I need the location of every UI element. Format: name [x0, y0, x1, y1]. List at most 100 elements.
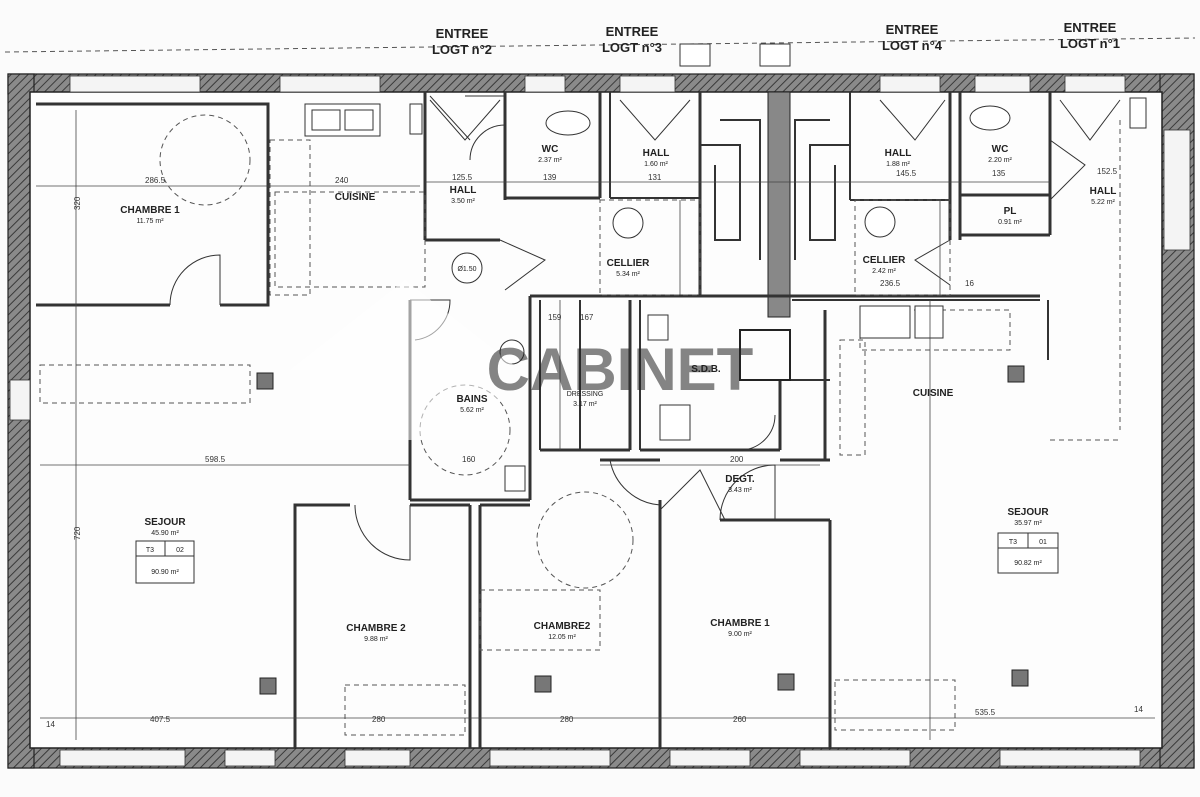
svg-text:HALL: HALL: [450, 185, 477, 196]
furniture-dashed: [39, 114, 1121, 736]
svg-text:11.75 m²: 11.75 m²: [136, 218, 164, 225]
room-hall-right: HALL 5.22 m²: [1090, 186, 1117, 206]
svg-text:12.05 m²: 12.05 m²: [548, 634, 576, 641]
room-hall-4: HALL 1.88 m²: [885, 148, 912, 168]
svg-text:LOGT n°1: LOGT n°1: [1060, 36, 1120, 51]
room-wc-right: WC 2.20 m²: [988, 144, 1012, 164]
svg-text:1.88 m²: 1.88 m²: [886, 161, 910, 168]
svg-text:T3: T3: [1009, 539, 1017, 546]
svg-text:145.5: 145.5: [896, 169, 917, 178]
svg-text:14: 14: [46, 720, 55, 729]
svg-text:152.5: 152.5: [1097, 167, 1118, 176]
toilet-left: [545, 110, 591, 136]
svg-text:320: 320: [73, 196, 82, 210]
svg-text:CELLIER: CELLIER: [863, 255, 907, 266]
svg-text:131: 131: [648, 173, 662, 182]
svg-text:WC: WC: [542, 144, 559, 155]
duct-left: [700, 119, 761, 260]
svg-text:HALL: HALL: [885, 148, 912, 159]
entry-logt-1: ENTREE LOGT n°1: [1060, 20, 1120, 51]
room-sejour-right: SEJOUR 35.97 m²: [1007, 507, 1049, 527]
svg-text:2.37 m²: 2.37 m²: [538, 157, 562, 164]
svg-text:ENTREE: ENTREE: [606, 24, 659, 39]
svg-text:WC: WC: [992, 144, 1009, 155]
svg-text:2.42 m²: 2.42 m²: [872, 268, 896, 275]
svg-text:0.91 m²: 0.91 m²: [998, 219, 1022, 226]
fixtures: [256, 97, 1147, 695]
duct-box: [739, 329, 791, 381]
svg-text:HALL: HALL: [643, 148, 670, 159]
water-heater-left: [612, 207, 644, 239]
svg-text:139: 139: [543, 173, 557, 182]
svg-text:3.50 m²: 3.50 m²: [451, 198, 475, 205]
svg-text:280: 280: [372, 715, 386, 724]
svg-text:286.5: 286.5: [145, 176, 166, 185]
svg-text:90.90 m²: 90.90 m²: [151, 569, 179, 576]
svg-text:236.5: 236.5: [880, 279, 901, 288]
room-degt: DEGT. 3.43 m²: [725, 474, 755, 494]
property-line: [4, 37, 1196, 53]
svg-text:9.88 m²: 9.88 m²: [364, 636, 388, 643]
room-wc-left: WC 2.37 m²: [538, 144, 562, 164]
svg-text:CHAMBRE 1: CHAMBRE 1: [710, 618, 770, 629]
svg-text:14: 14: [1134, 705, 1143, 714]
svg-text:45.90 m²: 45.90 m²: [151, 530, 179, 537]
svg-text:5.22 m²: 5.22 m²: [1091, 199, 1115, 206]
room-chambre1-right: CHAMBRE 1 9.00 m²: [710, 618, 770, 638]
watermark-text: CABINET: [487, 336, 754, 403]
svg-text:720: 720: [73, 526, 82, 540]
svg-text:2.20 m²: 2.20 m²: [988, 157, 1012, 164]
svg-text:HALL: HALL: [1090, 186, 1117, 197]
room-cellier-3: CELLIER 5.34 m²: [607, 258, 651, 278]
svg-text:240: 240: [335, 176, 349, 185]
room-hall-3: HALL 1.60 m²: [643, 148, 670, 168]
svg-text:90.82 m²: 90.82 m²: [1014, 560, 1042, 567]
svg-text:LOGT n°3: LOGT n°3: [602, 40, 662, 55]
room-labels: CHAMBRE 1 11.75 m² CUISINE HALL 3.50 m² …: [120, 144, 1116, 643]
svg-text:159: 159: [548, 313, 562, 322]
door-swings: [169, 92, 1121, 561]
svg-text:598.5: 598.5: [205, 455, 226, 464]
svg-text:35.97 m²: 35.97 m²: [1014, 520, 1042, 527]
svg-text:ENTREE: ENTREE: [886, 22, 939, 37]
svg-text:5.34 m²: 5.34 m²: [616, 271, 640, 278]
room-sejour-left: SEJOUR 45.90 m²: [144, 517, 186, 537]
svg-text:SEJOUR: SEJOUR: [144, 517, 186, 528]
room-sdb: S.D.B.: [691, 364, 721, 375]
svg-text:CHAMBRE 1: CHAMBRE 1: [120, 205, 180, 216]
turning-circle-label: Ø1.50: [457, 266, 476, 273]
svg-text:SEJOUR: SEJOUR: [1007, 507, 1049, 518]
entry-logt-4: ENTREE LOGT n°4: [882, 22, 943, 53]
svg-text:LOGT n°2: LOGT n°2: [432, 42, 492, 57]
svg-text:T3: T3: [146, 547, 154, 554]
outer-walls: [7, 73, 1195, 769]
water-heater-right: [864, 206, 896, 238]
svg-text:PL: PL: [1004, 206, 1017, 217]
svg-text:16: 16: [965, 279, 974, 288]
room-chambre2-left: CHAMBRE 2 9.88 m²: [346, 623, 406, 643]
svg-text:02: 02: [176, 547, 184, 554]
svg-text:ENTREE: ENTREE: [1064, 20, 1117, 35]
svg-text:160: 160: [462, 455, 476, 464]
svg-text:3.17 m²: 3.17 m²: [573, 401, 597, 408]
svg-text:200: 200: [730, 455, 744, 464]
svg-text:CELLIER: CELLIER: [607, 258, 651, 269]
dimension-labels: 286.5 240 125.5 139 131 145.5 135 152.5 …: [46, 167, 1143, 729]
room-cuisine-right: CUISINE: [913, 388, 954, 399]
room-pl: PL 0.91 m²: [998, 206, 1022, 226]
room-dressing: DRESSING 3.17 m²: [567, 391, 604, 408]
svg-text:1.60 m²: 1.60 m²: [644, 161, 668, 168]
washbasin-center: [659, 404, 691, 441]
kitchen-sink-right: [859, 305, 911, 339]
svg-text:01: 01: [1039, 539, 1047, 546]
svg-text:135: 135: [992, 169, 1006, 178]
room-bains: BAINS 5.62 m²: [456, 394, 487, 414]
duct-right: [794, 119, 850, 260]
dimension-lines: [36, 110, 1155, 740]
svg-text:LOGT n°4: LOGT n°4: [882, 38, 943, 53]
svg-text:ENTREE: ENTREE: [436, 26, 489, 41]
turning-circle-marker: [451, 252, 483, 284]
room-chambre1-left: CHAMBRE 1 11.75 m²: [120, 205, 180, 225]
svg-text:9.00 m²: 9.00 m²: [728, 631, 752, 638]
